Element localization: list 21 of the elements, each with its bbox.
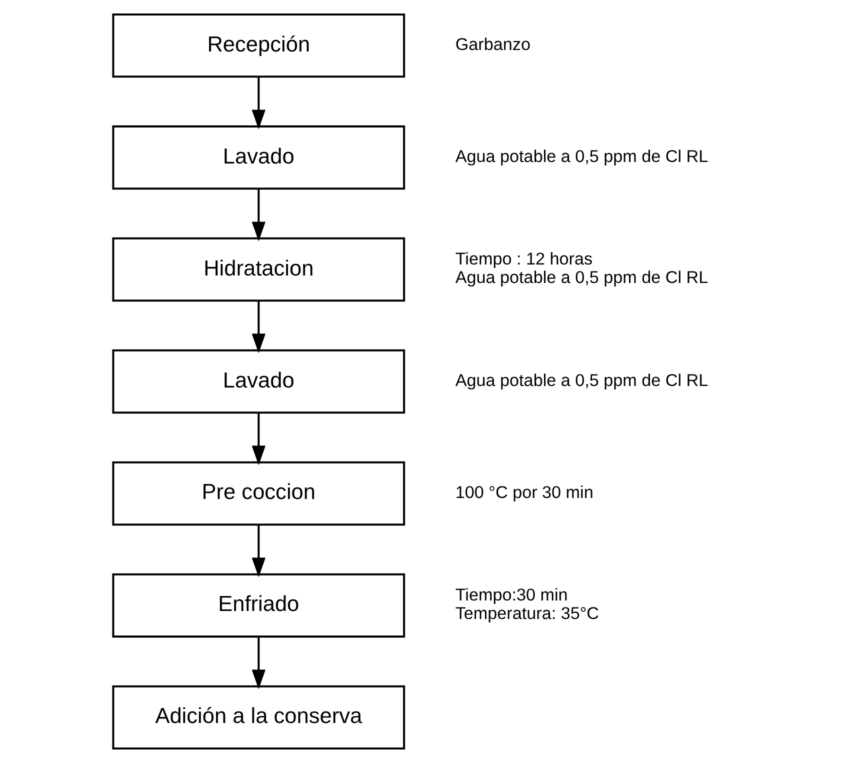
node-box: Adición a la conserva xyxy=(112,685,405,750)
node-box: Hidratacion xyxy=(112,237,405,302)
arrow xyxy=(251,412,265,466)
node-box: Pre coccion xyxy=(112,461,405,526)
node-label: 100 °C por 30 min xyxy=(454,482,593,502)
node-box: Recepción xyxy=(112,13,405,78)
node-label: Temperatura: 35°C xyxy=(454,604,599,624)
node-label: Tiempo:30 min xyxy=(454,585,568,604)
node-label: Agua potable a 0,5 ppm de Cl RL xyxy=(454,268,708,288)
arrow xyxy=(251,188,265,242)
node-label: Agua potable a 0,5 ppm de Cl RL xyxy=(454,370,708,390)
node-label: Tiempo : 12 horas xyxy=(454,250,592,269)
node-label: Agua potable a 0,5 ppm de Cl RL xyxy=(454,146,708,166)
arrow xyxy=(251,300,265,354)
node-box: Lavado xyxy=(112,349,405,414)
arrow xyxy=(251,636,265,690)
arrow xyxy=(251,76,265,130)
arrow xyxy=(251,524,265,578)
node-label: Garbanzo xyxy=(454,34,530,54)
node-box: Enfriado xyxy=(112,573,405,638)
node-box: Lavado xyxy=(112,125,405,190)
